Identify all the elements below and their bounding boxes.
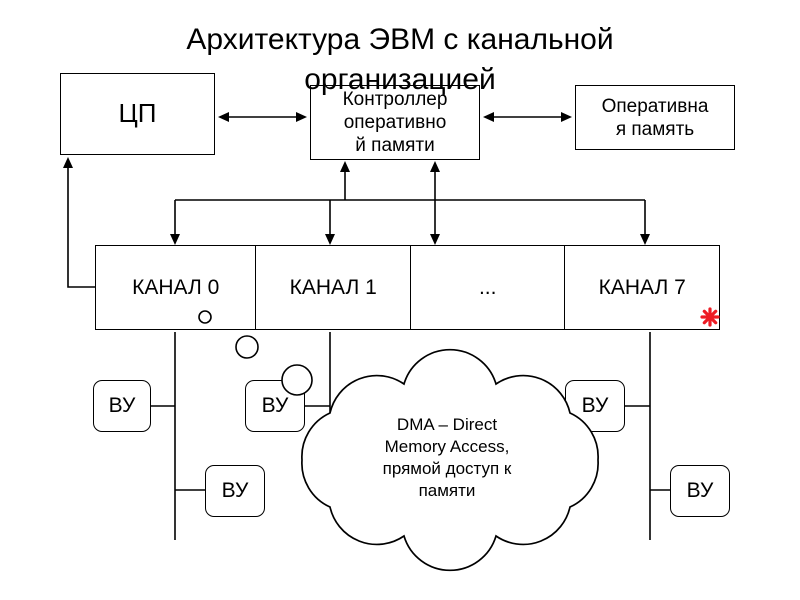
ram-box: Оперативна я память [575,85,735,150]
arrow-heads [63,112,650,245]
arrowhead-up-controller-1 [340,161,350,172]
arrowhead-down-channel7 [640,234,650,245]
arrowhead-left-cpu [218,112,229,122]
vu-4-label: ВУ [221,479,249,503]
vu-box-5: ВУ [670,465,730,517]
ram-line-1: Оперативна [601,95,709,117]
channel-0-label: КАНАЛ 0 [132,275,220,299]
channel-1-label: КАНАЛ 1 [289,275,377,299]
dma-note-line-2: Memory Access, [384,437,510,456]
channel-cell-1: КАНАЛ 1 [255,246,410,329]
arrowhead-down-channel-mid [430,234,440,245]
arrowhead-up-cpu [63,157,73,168]
channel-cell-7: КАНАЛ 7 [564,246,719,329]
channel-ellipsis-label: ... [478,275,497,299]
channels-box: КАНАЛ 0 КАНАЛ 1 ... КАНАЛ 7 [95,245,720,330]
arrowhead-down-channel1 [325,234,335,245]
arrowhead-right-ram [561,112,572,122]
ram-line-2: я память [615,118,695,140]
channel-cell-ellipsis: ... [409,246,565,329]
memory-controller-line-1: Контроллер [342,89,448,110]
dma-note-line-4: памяти [418,481,476,500]
dma-note-line-1: DMA – Direct [396,415,498,434]
arrowhead-right-controller [296,112,307,122]
memory-controller-line-2: оперативно [343,112,447,133]
arrowhead-down-channel0 [170,234,180,245]
cpu-channel-connector [67,166,95,288]
arrowhead-up-controller-2 [430,161,440,172]
arrowhead-left-controller [483,112,494,122]
vu-box-4: ВУ [205,465,265,517]
channel-7-label: КАНАЛ 7 [598,275,686,299]
cpu-label: ЦП [118,98,157,129]
vu-box-3: ВУ [565,380,625,432]
memory-controller-line-3: й памяти [355,135,435,156]
vu-5-label: ВУ [686,479,714,503]
vu-box-1: ВУ [93,380,151,432]
cpu-box: ЦП [60,73,215,155]
vu-3-label: ВУ [581,394,609,418]
dma-note-line-3: прямой доступ к [382,459,512,478]
channel-cell-0: КАНАЛ 0 [96,246,255,329]
vu-1-label: ВУ [108,394,136,418]
memory-controller-box: Контроллер оперативно й памяти [310,85,480,160]
vu-2-label: ВУ [261,394,289,418]
vu-box-2: ВУ [245,380,305,432]
dma-note-text: DMA – Direct Memory Access, прямой досту… [332,414,562,502]
